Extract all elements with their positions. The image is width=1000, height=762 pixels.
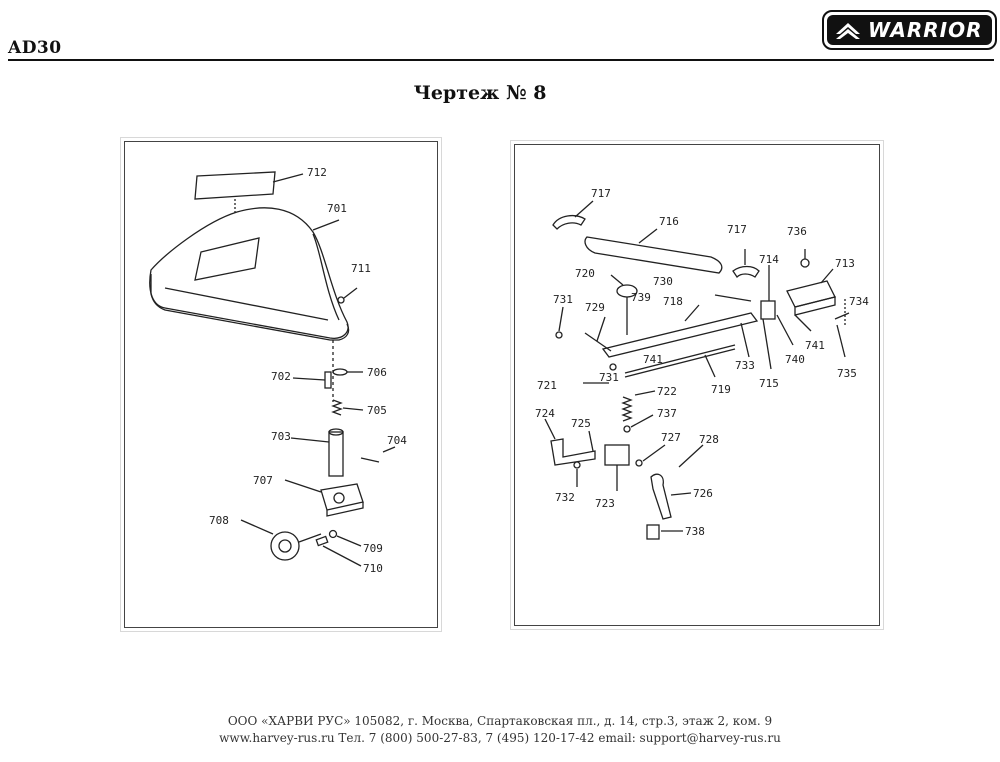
- callout-703: 703: [271, 430, 291, 443]
- right-exploded-diagram: 717 716 717 736 714 713 720 730 731 729 …: [535, 187, 869, 540]
- callout-740: 740: [785, 353, 805, 366]
- callout-707: 707: [253, 474, 273, 487]
- callout-741: 741: [805, 339, 825, 352]
- callout-712: 712: [307, 166, 327, 179]
- part-709-nut: [328, 529, 338, 539]
- part-703-shaft: [328, 431, 344, 477]
- callout-734: 734: [849, 295, 869, 308]
- callout-720: 720: [575, 267, 595, 280]
- callout-727: 727: [661, 431, 681, 444]
- callout-730: 730: [653, 275, 673, 288]
- callout-705: 705: [367, 404, 387, 417]
- part-705-spring: [331, 399, 343, 416]
- brand-logo-text: WARRIOR: [868, 18, 983, 42]
- part-716-guard: [584, 236, 723, 274]
- brand-logo: WARRIOR: [822, 10, 997, 50]
- part-717-clip-right: [732, 265, 760, 279]
- part-701-opening: [194, 237, 260, 281]
- callout-719: 719: [711, 383, 731, 396]
- callout-715: 715: [759, 377, 779, 390]
- callout-721: 721: [537, 379, 557, 392]
- left-diagram-panel: 712 701 711 702 706 705 703 704 707 708 …: [120, 137, 442, 632]
- callout-731-lower: 731: [599, 371, 619, 384]
- right-diagram-panel: 717 716 717 736 714 713 720 730 731 729 …: [510, 140, 884, 630]
- part-712-plate: [194, 171, 276, 200]
- callout-713: 713: [835, 257, 855, 270]
- part-726-lever: [650, 473, 672, 520]
- callout-717-top: 717: [591, 187, 611, 200]
- callout-731-upper: 731: [553, 293, 573, 306]
- callout-708: 708: [209, 514, 229, 527]
- footer-address: ООО «ХАРВИ РУС» 105082, г. Москва, Спарт…: [227, 714, 773, 728]
- part-702-pin: [324, 371, 332, 389]
- callout-738: 738: [685, 525, 705, 538]
- part-710-bolt: [315, 535, 329, 547]
- callout-725: 725: [571, 417, 591, 430]
- callout-733: 733: [735, 359, 755, 372]
- callout-718: 718: [663, 295, 683, 308]
- callout-736: 736: [787, 225, 807, 238]
- part-722-spring: [621, 396, 633, 422]
- left-exploded-diagram: 712 701 711 702 706 705 703 704 707 708 …: [149, 166, 407, 575]
- footer-contacts: www.harvey-rus.ru Тел. 7 (800) 500-27-83…: [219, 731, 781, 745]
- callout-709: 709: [363, 542, 383, 555]
- part-738-cap: [646, 524, 660, 540]
- callout-714: 714: [759, 253, 779, 266]
- callout-722: 722: [657, 385, 677, 398]
- part-717-clip-left: [552, 214, 586, 230]
- callout-724: 724: [535, 407, 555, 420]
- callout-716: 716: [659, 215, 679, 228]
- callout-723: 723: [595, 497, 615, 510]
- callout-726: 726: [693, 487, 713, 500]
- callout-735: 735: [837, 367, 857, 380]
- callout-701: 701: [327, 202, 347, 215]
- part-724-bracket: [550, 438, 596, 466]
- part-714-bracket: [760, 300, 776, 320]
- left-diagram-frame: 712 701 711 702 706 705 703 704 707 708 …: [124, 141, 438, 628]
- callout-739: 739: [631, 291, 651, 304]
- callout-729: 729: [585, 301, 605, 314]
- part-707-clamp: [320, 483, 364, 511]
- callout-702: 702: [271, 370, 291, 383]
- model-code: AD30: [8, 38, 62, 58]
- callout-728: 728: [699, 433, 719, 446]
- callout-717-right: 717: [727, 223, 747, 236]
- callout-710: 710: [363, 562, 383, 575]
- part-723-block: [604, 444, 630, 466]
- callout-711: 711: [351, 262, 371, 275]
- callout-741-rod: 741: [643, 353, 663, 366]
- part-701-table: [149, 207, 349, 339]
- callout-737: 737: [657, 407, 677, 420]
- callout-706: 706: [367, 366, 387, 379]
- brand-logo-badge: [822, 10, 997, 50]
- drawing-title: Чертеж № 8: [413, 82, 547, 104]
- header-divider: [8, 59, 994, 61]
- right-diagram-frame: 717 716 717 736 714 713 720 730 731 729 …: [514, 144, 880, 626]
- part-718-arm: [601, 312, 759, 358]
- callout-732: 732: [555, 491, 575, 504]
- callout-704: 704: [387, 434, 407, 447]
- part-708-knob: [270, 531, 300, 561]
